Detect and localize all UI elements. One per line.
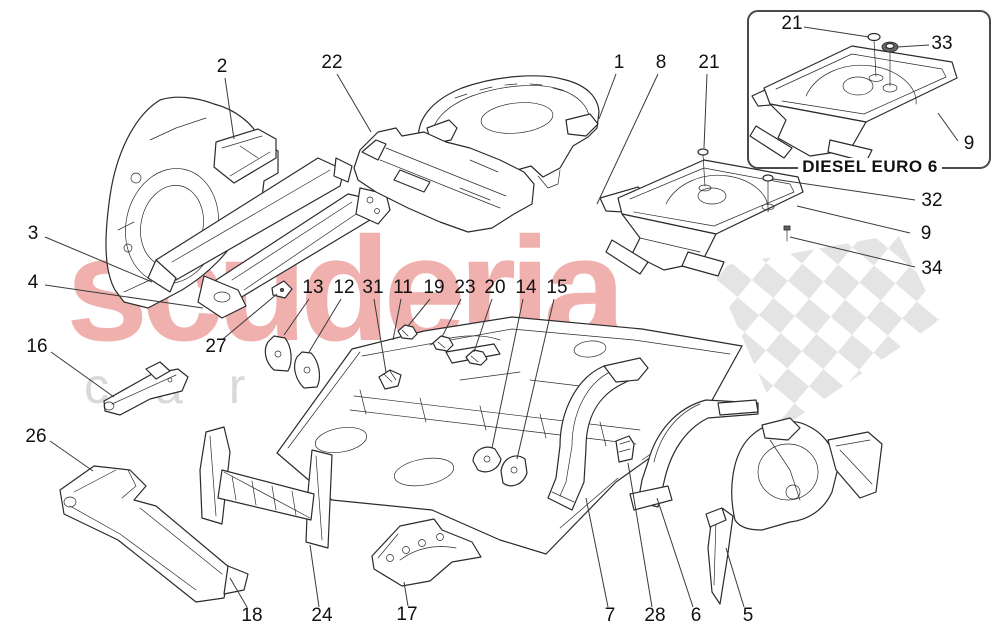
part-3-4-side-rails-drawing: [147, 157, 391, 319]
leader-line-22: [336, 73, 372, 133]
callout-21: 21: [698, 52, 719, 73]
callout-23: 23: [454, 277, 475, 298]
leader-line-2: [224, 77, 235, 140]
callout-34: 34: [921, 258, 943, 279]
callout-14: 14: [515, 277, 537, 298]
callout-15: 15: [546, 277, 567, 298]
leader-line-19: [407, 298, 431, 327]
part-22-crossmember-panel-drawing: [353, 127, 535, 233]
part-17-mounting-bracket-drawing: [371, 518, 482, 587]
callout-26: 26: [25, 426, 46, 447]
callout-24: 24: [311, 605, 333, 626]
leader-line-23: [441, 298, 462, 338]
callout-22: 22: [321, 52, 342, 73]
leader-line-34: [789, 236, 916, 268]
leader-line-18: [229, 577, 248, 608]
leader-line-9: [796, 205, 911, 234]
callout-20: 20: [484, 277, 505, 298]
leader-line-12: [308, 298, 342, 353]
leader-line-33: [896, 44, 930, 48]
inset-spare-wheel-well-drawing: [749, 32, 958, 163]
callout-32: 32: [921, 190, 942, 211]
leader-line-31: [373, 298, 387, 373]
callout-28: 28: [644, 605, 665, 626]
callout-2: 2: [217, 56, 228, 77]
leader-line-20: [473, 298, 493, 353]
leader-line-21: [803, 26, 870, 38]
leader-line-4: [44, 284, 204, 309]
leader-line-9: [937, 112, 959, 142]
callout-18: 18: [241, 605, 262, 626]
leader-line-32: [772, 178, 916, 201]
part-28-small-bracket-drawing: [615, 435, 635, 463]
leader-line-26: [49, 440, 94, 472]
callout-11: 11: [393, 277, 413, 298]
leader-line-13: [283, 298, 310, 336]
diesel-euro6-inset: DIESEL EURO 6: [747, 10, 991, 176]
leader-line-24: [309, 544, 320, 608]
part-7-wheelarch-rail-drawing: [547, 357, 649, 511]
leader-line-5: [725, 547, 745, 608]
callout-7: 7: [605, 605, 616, 626]
leader-line-16: [50, 351, 115, 398]
leader-line-15: [516, 298, 555, 460]
part-5-wheelhouse-assembly-drawing: [705, 417, 883, 605]
leader-line-17: [403, 581, 409, 607]
callout-1: 1: [614, 52, 625, 73]
part-18-sill-panel-drawing: [59, 465, 249, 603]
part-8-spare-wheel-well-drawing: [599, 148, 804, 277]
callout-31: 31: [362, 277, 383, 298]
callout-9: 9: [964, 133, 975, 154]
leader-line-6: [656, 497, 694, 608]
leader-line-14: [491, 298, 524, 449]
leader-line-27: [222, 293, 278, 340]
callout-19: 19: [423, 277, 444, 298]
part-16-bracket-rail-drawing: [103, 361, 189, 416]
callout-17: 17: [396, 604, 417, 625]
callout-16: 16: [26, 336, 47, 357]
callout-3: 3: [28, 223, 39, 244]
inset-label-background: [798, 158, 942, 176]
callout-13: 13: [302, 277, 323, 298]
leader-line-7: [585, 497, 609, 608]
callout-8: 8: [656, 52, 667, 73]
inset-caption: DIESEL EURO 6: [802, 157, 938, 176]
callout-5: 5: [743, 605, 754, 626]
part-24-rear-crossmember-drawing: [199, 426, 333, 549]
callout-12: 12: [333, 277, 354, 298]
callout-27: 27: [205, 336, 226, 357]
small-brackets-and-clamps-drawing: [264, 324, 528, 487]
leader-line-11: [392, 298, 402, 341]
callout-9: 9: [921, 223, 932, 244]
part-6-wheelarch-frame-drawing: [629, 399, 759, 511]
leader-line-21: [703, 73, 708, 149]
callout-33: 33: [931, 33, 952, 54]
checkered-flag-motif: [712, 234, 940, 428]
leader-line-3: [44, 236, 153, 283]
callout-21: 21: [781, 13, 802, 34]
callout-6: 6: [691, 605, 702, 626]
leader-line-1: [598, 73, 617, 120]
callout-4: 4: [28, 272, 39, 293]
leader-line-28: [627, 462, 653, 608]
leader-line-8: [596, 73, 659, 205]
